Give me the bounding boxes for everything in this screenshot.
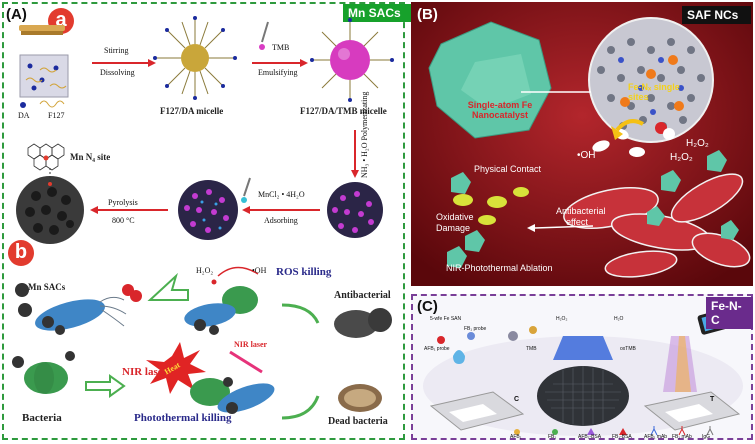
micelle2-label: F127/DA/TMB micelle <box>300 106 387 116</box>
h2o2-b-label-b: H₂O₂ <box>670 152 693 163</box>
sensor-label-8: T <box>710 396 715 403</box>
sensor-label-1: FB₁ probe <box>464 326 487 332</box>
panel-b-label: (B) <box>417 6 438 23</box>
f127-label: F127 <box>48 111 65 120</box>
sensor-label-7: C <box>514 396 520 403</box>
antibacterial-b-label-2: effect <box>566 217 588 227</box>
nir-laser-label-1: NIR laser <box>122 366 168 378</box>
photothermal-killing-label: Photothermal killing <box>134 412 232 424</box>
mn-sac-particles-top <box>15 283 32 317</box>
yellow-reaction-arrow <box>615 119 644 132</box>
legend-label-4: AFB₁ mAb <box>644 434 668 440</box>
tmb-label: TMB <box>272 43 290 52</box>
h2o2-label: H₂O₂ <box>196 266 214 275</box>
panel-c <box>411 294 753 440</box>
panel-c-tag: Fe-N-C <box>706 297 753 329</box>
adsorbing-top-label: MnCl₂ • 4H₂O <box>258 190 305 199</box>
bacteria-photothermal <box>190 377 275 414</box>
dead-bacterium-dark <box>334 308 392 338</box>
yellow-spiky-particles <box>453 187 529 225</box>
panel-c-label: (C) <box>417 298 438 315</box>
fe-sites-label: Fe-Nₓ single sites <box>628 82 680 102</box>
nanocatalyst-label: Single-atom Fe Nanocatalyst <box>467 100 533 120</box>
panel-b-tag: SAF NCs <box>682 6 751 24</box>
mn-n4-lattice <box>27 143 65 171</box>
step2-label: Emulsifying <box>258 68 298 77</box>
panel-a-label: (A) <box>6 6 27 23</box>
blue-bacterium-top <box>35 296 127 335</box>
antibacterial-arrow <box>534 225 594 229</box>
f127-da-micelle <box>153 16 237 100</box>
polymer-sphere <box>327 182 383 238</box>
sensor-label-3: TMB <box>526 346 537 352</box>
subpanel-b-badge: b <box>8 240 34 266</box>
pyrolysis-bottom-label: 800 °C <box>112 216 135 225</box>
arrow-dead-bottom <box>281 395 320 420</box>
oh-b-label: •OH <box>577 150 596 161</box>
beaker <box>19 54 69 98</box>
mn-n4-site-label: Mn N₄ site <box>70 152 111 162</box>
nir-laser-label-2: NIR laser <box>234 340 268 349</box>
dead-bacteria-label: Dead bacteria <box>328 416 388 427</box>
antibacterial-label: Antibacterial <box>334 290 391 301</box>
adsorbed-sphere <box>178 180 238 240</box>
panel-c-illustration <box>423 308 743 436</box>
f127-da-tmb-micelle <box>310 18 394 102</box>
f127-chain <box>39 100 65 108</box>
legend-label-3: FB₁-BSA <box>612 434 632 440</box>
blue-chip <box>553 336 613 360</box>
pyrolysis-top-label: Pyrolysis <box>108 198 138 207</box>
arrow-ros <box>147 272 189 301</box>
nir-laser-beam <box>229 350 263 374</box>
dead-bacterium-tan <box>338 384 382 412</box>
green-bacterium-bottom <box>24 362 68 394</box>
heat-burst <box>146 342 206 394</box>
red-bacteria-cluster <box>563 173 751 278</box>
mn-sac-sphere <box>16 176 84 244</box>
pipette <box>261 21 269 43</box>
micelle1-label: F127/DA micelle <box>160 106 224 116</box>
h2o2-b-label-a: H₂O₂ <box>686 138 709 149</box>
da-label: DA <box>18 111 30 120</box>
nir-ablation-label: NIR-Photothermal Ablation <box>446 263 553 273</box>
lattice-zoom-circle <box>588 17 714 143</box>
mn-sac-particles-bottom <box>12 351 75 368</box>
jar-lid <box>19 25 65 31</box>
panel-b-illustration <box>411 2 753 286</box>
legend-icons <box>514 426 714 436</box>
oxidative-label-1: Oxidative <box>436 212 474 222</box>
sensor-label-2: AFB₁ probe <box>424 346 450 352</box>
panel-b <box>411 2 753 286</box>
adsorbing-bottom-label: Adsorbing <box>264 216 298 225</box>
step1-top-label: Stirring <box>104 46 129 55</box>
oxidative-label-2: Damage <box>436 223 471 233</box>
legend-label-2: AFB₁-BSA <box>578 434 602 440</box>
h2o2-molecule-b1 <box>592 140 610 152</box>
oh-label: •OH <box>252 266 267 275</box>
sensor-label-0: 5-wfe Fe SAN <box>430 316 462 322</box>
legend-label-1: FB₁ <box>548 434 557 440</box>
mn-sacs-label: Mn SACs <box>28 282 66 292</box>
legend-label-6: IgG <box>702 434 711 440</box>
da-dot <box>20 102 26 108</box>
arrow-dead-top <box>281 303 320 324</box>
legend-label-5: FB₁ mAb <box>672 434 692 440</box>
antibacterial-b-label-1: Antibacterial <box>556 206 606 216</box>
green-nanoparticles-b <box>447 150 739 268</box>
sensor-label-6: oxTMB <box>620 346 636 352</box>
ros-killing-label: ROS killing <box>276 266 332 278</box>
curved-arrow-ros <box>217 266 259 277</box>
droplet <box>453 350 465 364</box>
bacteria-label: Bacteria <box>22 412 62 424</box>
physical-contact-label: Physical Contact <box>474 164 542 174</box>
step1-bottom-label: Dissolving <box>100 68 135 77</box>
panel-a-illustration <box>16 16 394 244</box>
sensor-label-5: H₂O <box>614 316 624 322</box>
sensor-label-4: H₂O₂ <box>556 316 568 322</box>
arrow-nir <box>85 374 126 398</box>
panel-a-b-illustration <box>12 266 392 420</box>
green-bacterium-ros <box>184 286 258 335</box>
legend-label-0: AFB₁ <box>510 434 522 440</box>
